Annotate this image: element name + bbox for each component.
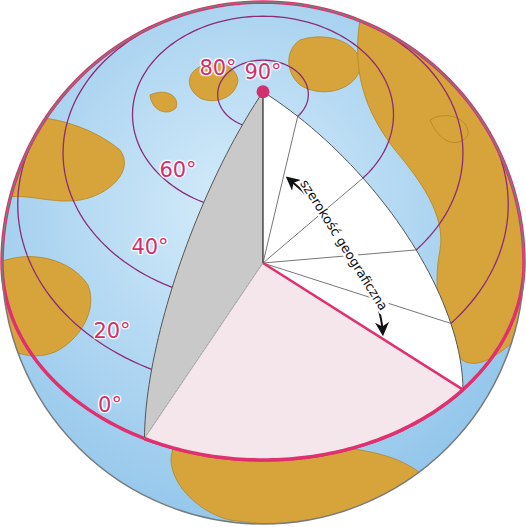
equator-edge: [145, 390, 463, 460]
latitude-arrow: [288, 178, 383, 333]
latitude-label: 20°: [93, 321, 130, 342]
radius-line: [263, 250, 416, 263]
pole-dot: [257, 85, 270, 98]
meridian-plane-white: [263, 92, 463, 390]
latitude-label: 60°: [159, 160, 196, 181]
latitude-label: 80°: [199, 58, 236, 79]
latitude-label: 40°: [131, 237, 168, 258]
latitude-label: 0°: [98, 395, 122, 416]
axis-line: [263, 92, 264, 263]
continents: [0, 14, 526, 526]
angle-label: szerokość geograficzna: [297, 175, 391, 314]
latitude-label: 90°: [244, 61, 281, 82]
radius-line: [263, 116, 298, 263]
equator-line: [2, 2, 524, 460]
